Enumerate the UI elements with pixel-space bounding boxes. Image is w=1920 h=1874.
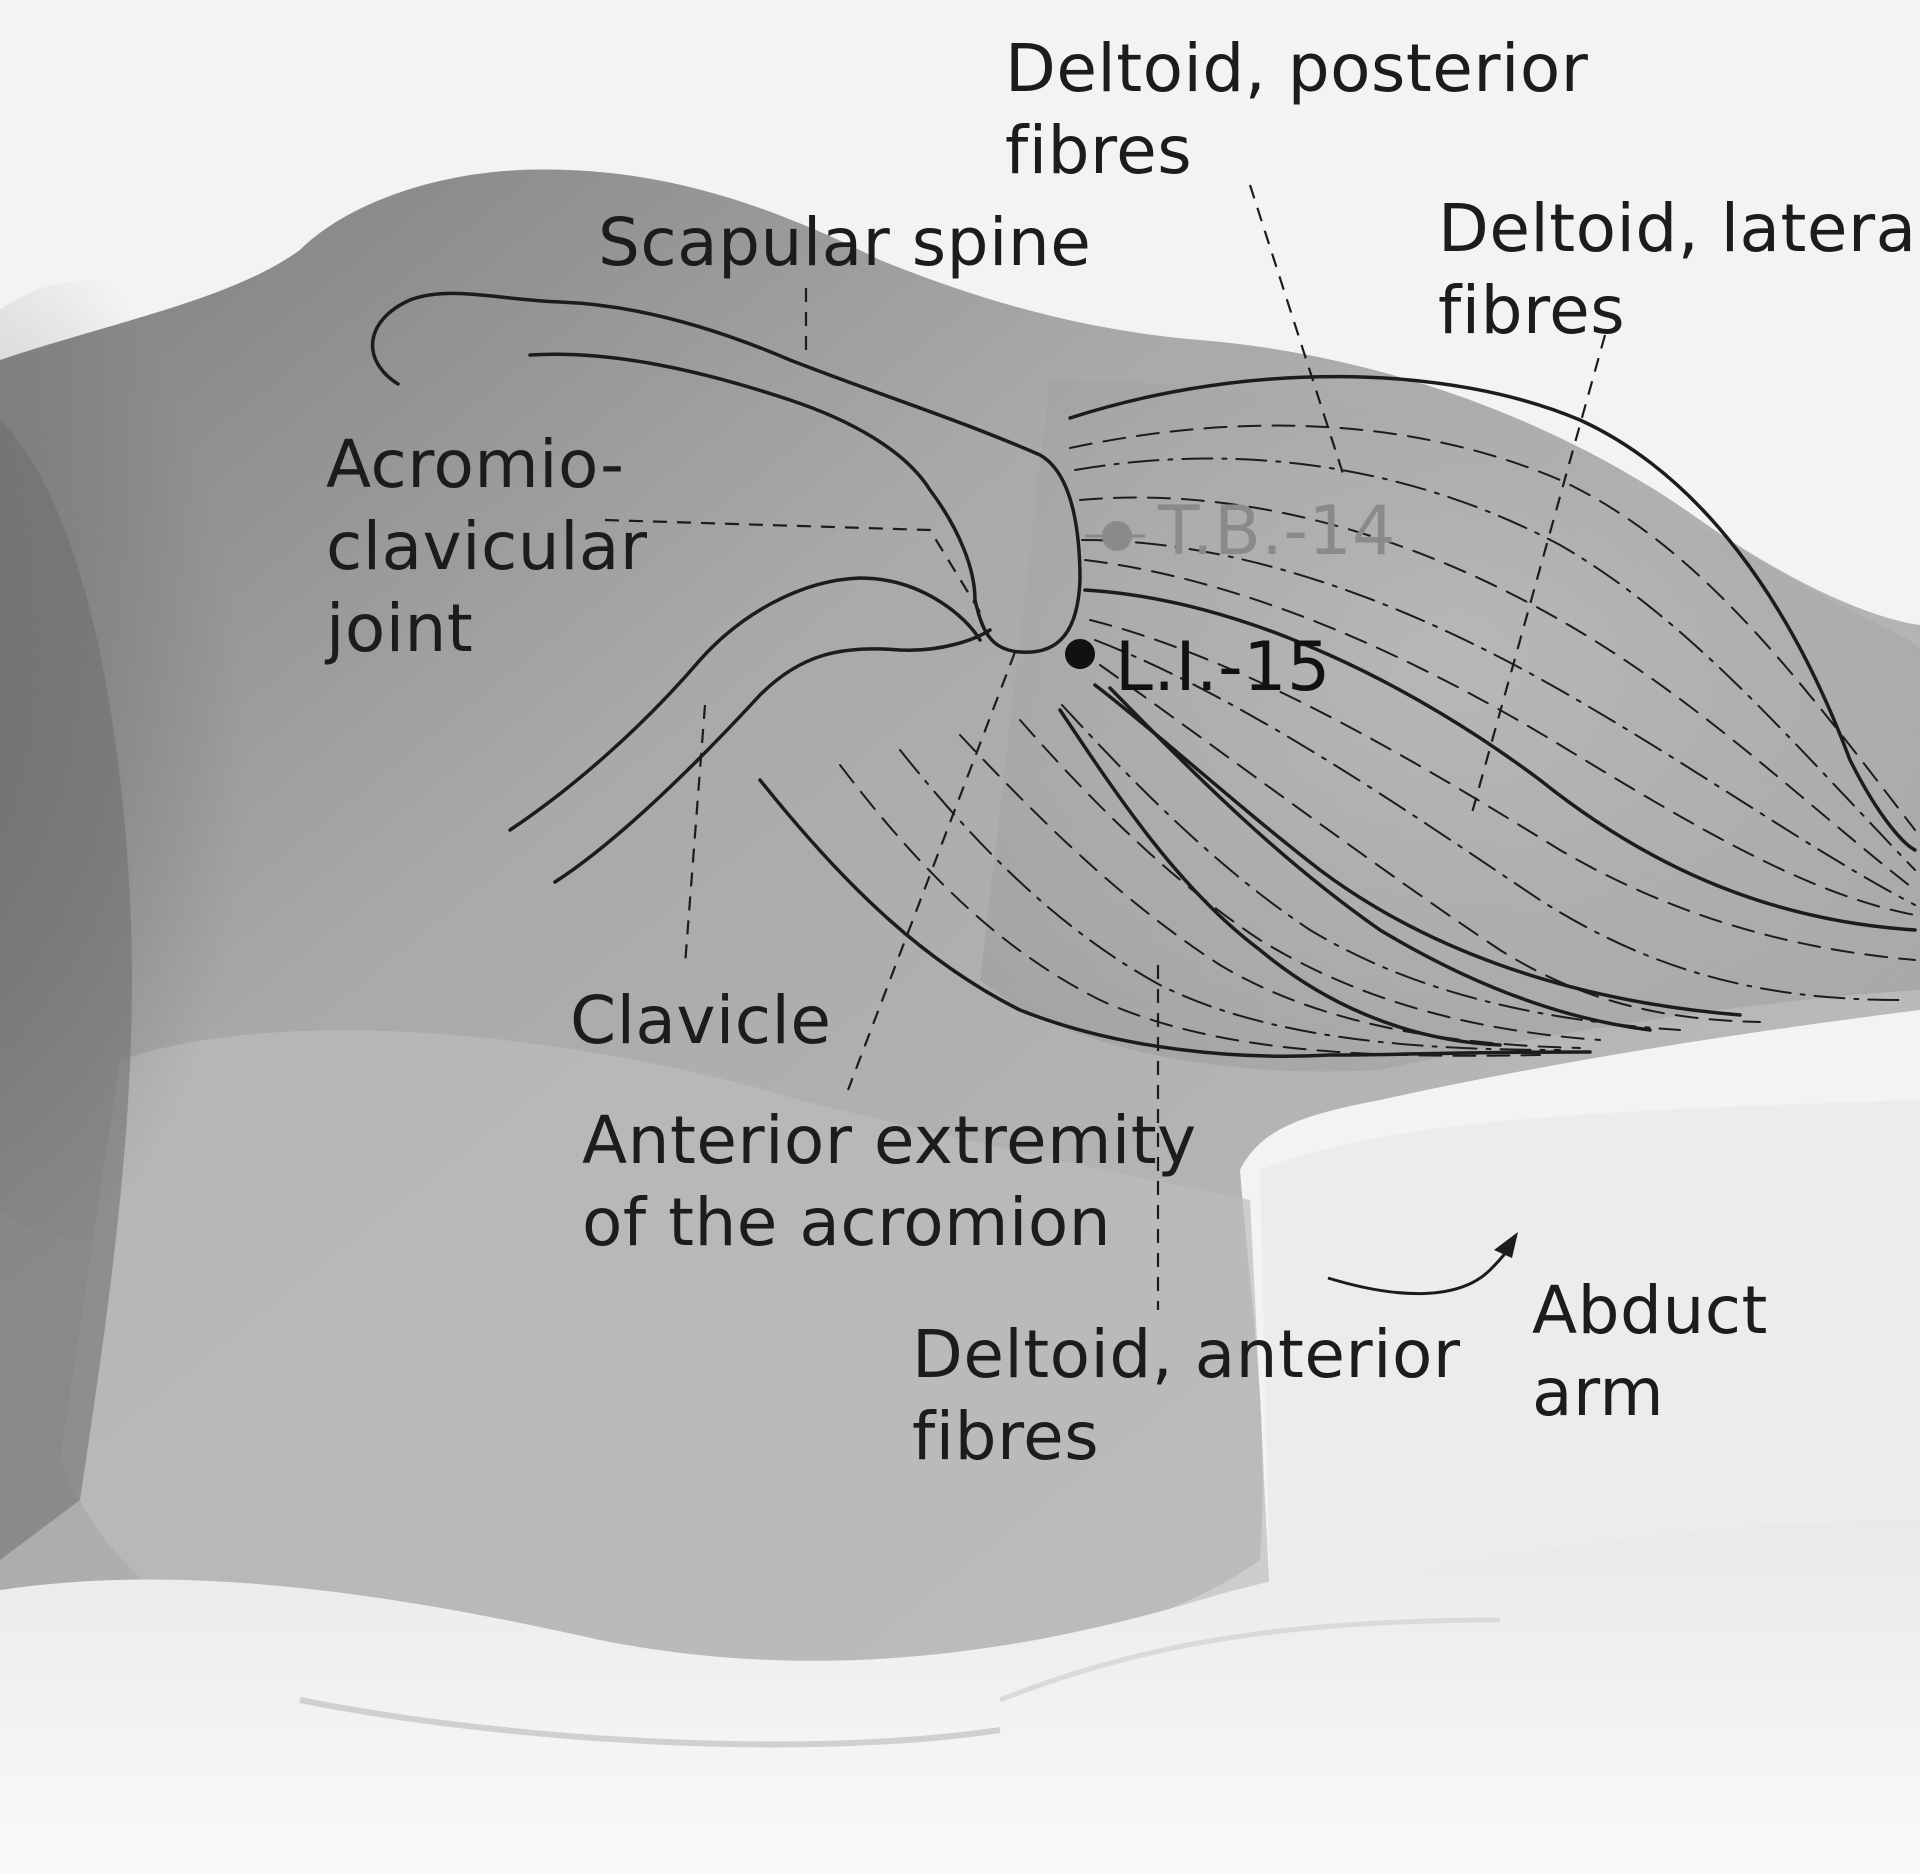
label-deltoid-anterior-line1: Deltoid, anterior	[912, 1316, 1461, 1393]
label-abduct-arm: Abduct arm	[1532, 1270, 1768, 1434]
label-clavicle: Clavicle	[570, 982, 832, 1059]
clavicle-outline	[508, 576, 982, 832]
leader-deltoid-lateral	[1468, 334, 1607, 821]
leader-acromioclavicular	[604, 518, 981, 613]
label-anterior-extremity-line1: Anterior extremity	[582, 1102, 1197, 1179]
leader-clavicle	[683, 704, 707, 966]
label-tb14: T.B.-14	[1158, 492, 1396, 571]
deltoid-middle-border	[1083, 588, 1917, 932]
label-acromioclavicular-line3: joint	[326, 590, 474, 667]
label-abduct-arm-line2: arm	[1532, 1354, 1665, 1431]
label-acromioclavicular-line2: clavicular	[326, 508, 648, 585]
label-deltoid-posterior-line1: Deltoid, posterior	[1005, 30, 1589, 107]
label-deltoid-anterior-line2: fibres	[912, 1398, 1100, 1475]
label-acromioclavicular-joint: Acromio- clavicular joint	[326, 424, 648, 670]
deltoid-posterior-border	[1068, 374, 1917, 852]
label-anterior-extremity-line2: of the acromion	[582, 1184, 1112, 1261]
leader-anterior-extremity	[846, 651, 1017, 1091]
leader-deltoid-posterior	[1248, 184, 1347, 481]
scapular-spine-outline	[370, 291, 1082, 654]
label-deltoid-posterior: Deltoid, posterior fibres	[1005, 28, 1588, 192]
tb14-point-marker	[1102, 521, 1132, 551]
label-acromioclavicular-line1: Acromio-	[326, 426, 625, 503]
label-anterior-extremity: Anterior extremity of the acromion	[582, 1100, 1197, 1264]
label-deltoid-anterior: Deltoid, anterior fibres	[912, 1314, 1460, 1478]
label-deltoid-lateral-line2: fibres	[1438, 272, 1626, 349]
li15-point-marker	[1065, 639, 1095, 669]
label-li15: L.I.-15	[1115, 628, 1331, 707]
label-deltoid-lateral: Deltoid, lateral fibres	[1438, 188, 1920, 352]
label-deltoid-lateral-line1: Deltoid, lateral	[1438, 190, 1920, 267]
deltoid-anterior-border	[758, 778, 1592, 1058]
label-abduct-arm-line1: Abduct	[1532, 1272, 1768, 1349]
label-scapular-spine: Scapular spine	[598, 204, 1092, 281]
sheet	[0, 1500, 1920, 1874]
abduct-arrow-head-icon	[1494, 1232, 1518, 1258]
label-deltoid-posterior-line2: fibres	[1005, 112, 1193, 189]
lower-torso	[60, 1030, 1270, 1694]
